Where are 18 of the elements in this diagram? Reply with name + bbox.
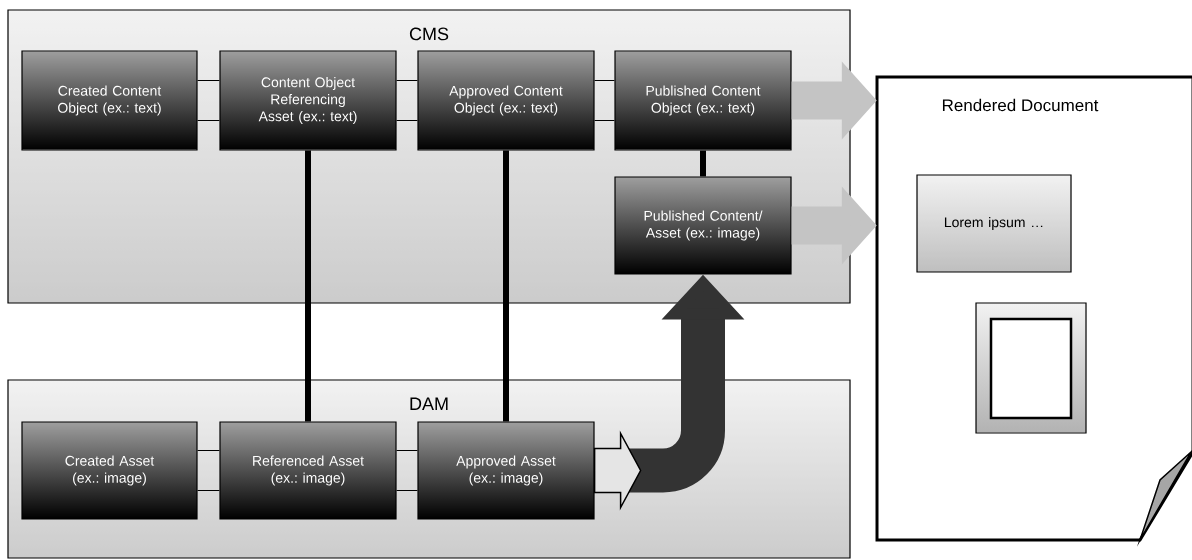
process-box: Published Content Object (ex.: text) <box>614 50 792 151</box>
process-box: Created Asset (ex.: image) <box>21 421 198 520</box>
text-block: Lorem ipsum … <box>916 174 1072 273</box>
double-line-connector <box>594 79 615 122</box>
process-box: Created Content Object (ex.: text) <box>21 50 198 151</box>
double-line-connector <box>197 79 220 122</box>
connector-line <box>305 150 311 422</box>
double-line-connector <box>396 79 418 122</box>
double-line-connector <box>396 449 418 492</box>
connector-line <box>700 150 706 177</box>
double-line-connector <box>197 449 220 492</box>
process-box: Approved Asset (ex.: image) <box>417 421 595 520</box>
process-box: Content Object Referencing Asset (ex.: text) <box>219 50 397 151</box>
process-box: Published Content/ Asset (ex.: image) <box>614 176 792 275</box>
connector-line <box>503 150 509 422</box>
process-box: Referenced Asset (ex.: image) <box>219 421 397 520</box>
image-placeholder <box>975 302 1087 434</box>
process-box: Approved Content Object (ex.: text) <box>417 50 595 151</box>
